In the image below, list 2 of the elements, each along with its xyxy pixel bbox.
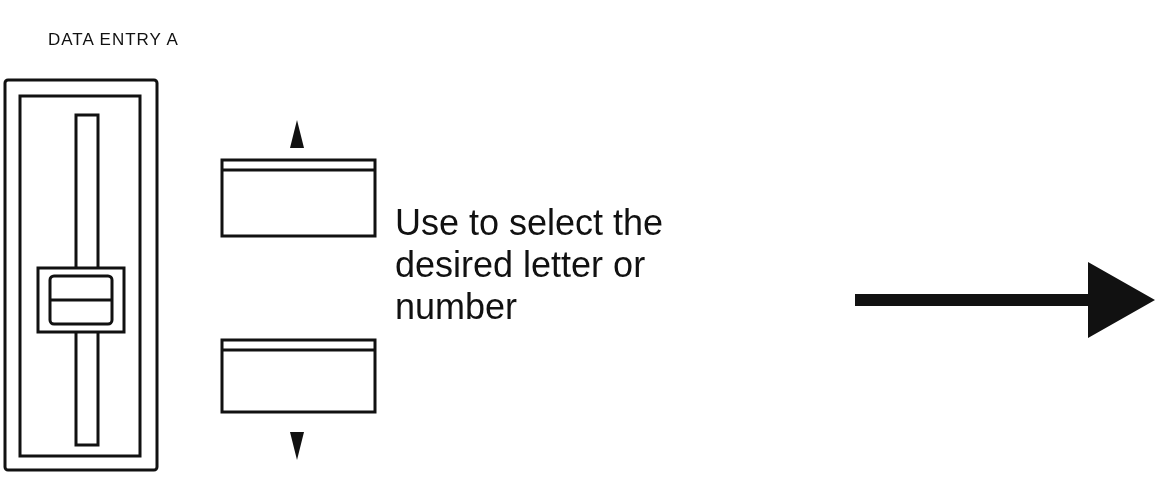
panel-label: DATA ENTRY A bbox=[48, 30, 179, 50]
instruction-text: Use to select the desired letter or number bbox=[395, 202, 665, 328]
